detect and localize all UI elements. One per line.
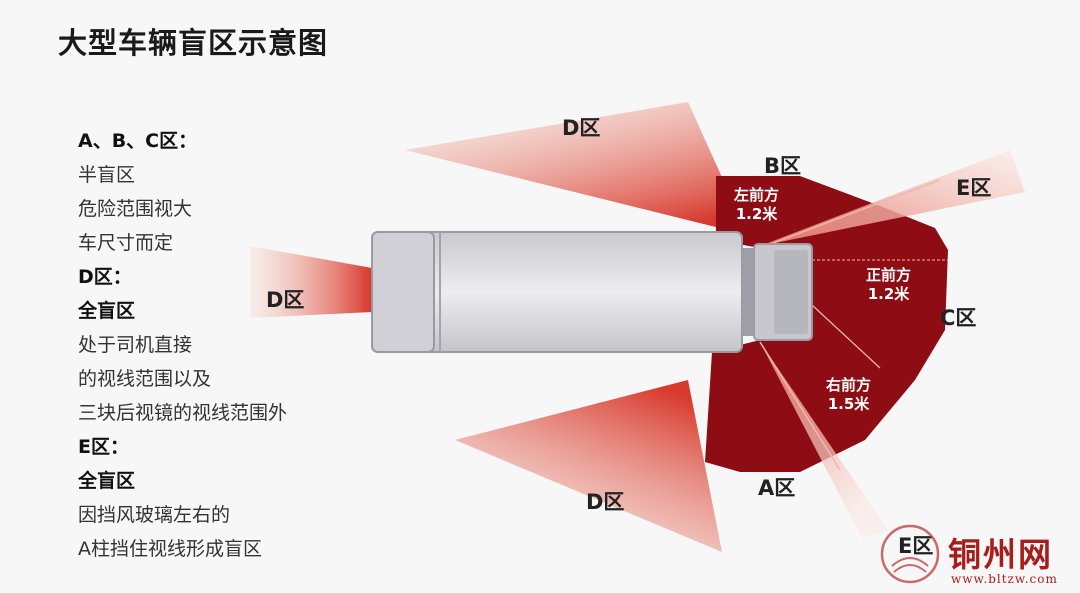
distance-right-front-value: 1.5米 bbox=[827, 395, 870, 413]
zone-label-b: B区 bbox=[764, 154, 802, 178]
truck bbox=[371, 231, 813, 353]
legend-line: 危险范围视大 bbox=[78, 198, 193, 220]
distance-front-value: 1.2米 bbox=[867, 285, 910, 303]
truck-windshield bbox=[774, 250, 808, 334]
legend-line: E区： bbox=[78, 436, 129, 458]
distance-front-name: 正前方 bbox=[866, 266, 912, 284]
legend-line: 全盲区 bbox=[78, 300, 136, 322]
legend-line: 处于司机直接 bbox=[78, 334, 193, 356]
separator-line-diag bbox=[811, 304, 881, 369]
distance-left-front: 左前方 1.2米 bbox=[734, 186, 779, 224]
zone-label-c: C区 bbox=[940, 306, 977, 330]
distance-left-front-name: 左前方 bbox=[734, 186, 780, 204]
zone-label-d-left: D区 bbox=[266, 288, 305, 312]
legend: A、B、C区： 半盲区 危险范围视大 车尺寸而定 D区： 全盲区 处于司机直接 … bbox=[78, 124, 287, 566]
distance-left-front-value: 1.2米 bbox=[735, 205, 778, 223]
legend-line: 三块后视镜的视线范围外 bbox=[78, 402, 288, 424]
legend-line: 全盲区 bbox=[78, 470, 136, 492]
zone-label-d-bottom: D区 bbox=[586, 490, 625, 514]
watermark-text: 铜州网 bbox=[948, 535, 1053, 574]
watermark-seal-icon bbox=[880, 524, 940, 584]
diagram-title: 大型车辆盲区示意图 bbox=[58, 26, 329, 60]
distance-right-front: 右前方 1.5米 bbox=[826, 376, 871, 414]
zone-label-a: A区 bbox=[758, 476, 796, 500]
truck-hitch bbox=[742, 248, 754, 336]
legend-line: 的视线范围以及 bbox=[78, 368, 212, 390]
zone-label-d-top: D区 bbox=[562, 116, 601, 140]
distance-front: 正前方 1.2米 bbox=[866, 266, 911, 304]
d-zone-top-fan bbox=[405, 102, 748, 235]
legend-line: 车尺寸而定 bbox=[78, 232, 174, 254]
zone-label-e-bottom: E区 bbox=[898, 534, 934, 558]
distance-right-front-name: 右前方 bbox=[826, 376, 872, 394]
zone-label-e-top: E区 bbox=[956, 176, 992, 200]
truck-trailer-front bbox=[371, 231, 435, 353]
legend-line: A柱挡住视线形成盲区 bbox=[78, 538, 262, 560]
watermark-url: www.bltzw.com bbox=[951, 572, 1058, 586]
legend-line: D区： bbox=[78, 266, 132, 288]
legend-line: 半盲区 bbox=[78, 164, 136, 186]
d-zone-left-fan bbox=[250, 246, 372, 318]
legend-line: A、B、C区： bbox=[78, 130, 198, 152]
separator-line-bottom bbox=[759, 341, 841, 471]
e-zone-bottom-wedge bbox=[760, 342, 888, 538]
d-zone-bottom-fan bbox=[455, 380, 722, 552]
separator-line-top bbox=[759, 179, 941, 249]
legend-line: 因挡风玻璃左右的 bbox=[78, 504, 231, 526]
